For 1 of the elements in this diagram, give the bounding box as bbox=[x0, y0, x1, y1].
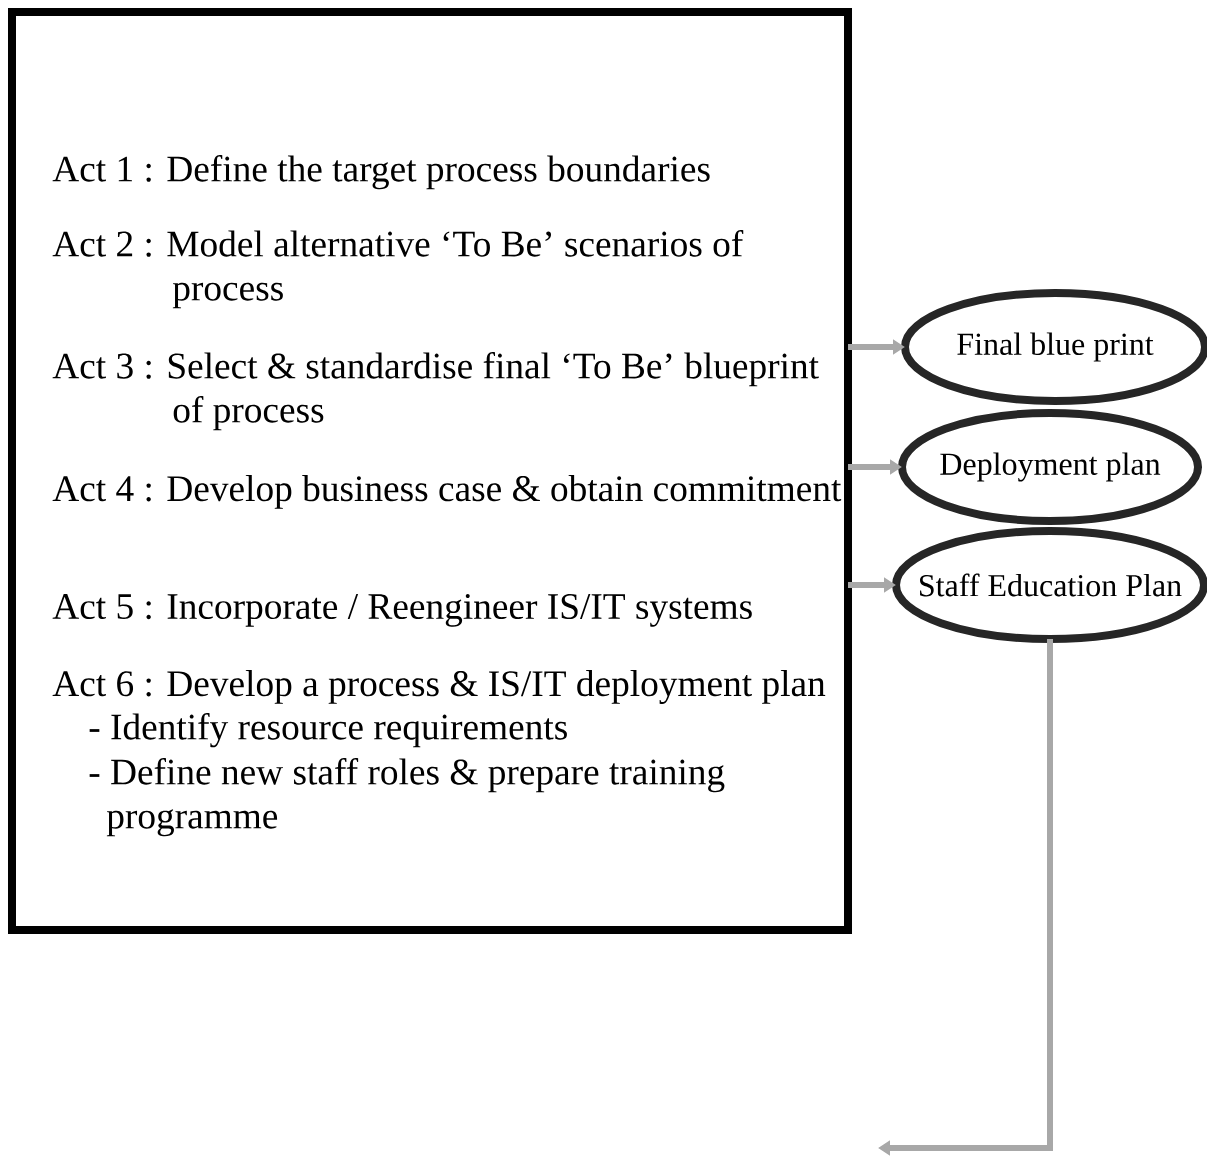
activity-box: Act 1 : Define the target process boundaries Act 2 : Model alternative ‘To Be’ scenarios of process Act 3 : Select & standardise final ‘To Be’ blueprint of process Act 4 : Develop business case & obtain commitment Act 5 : Incorporate / Reengineer IS/IT systems Act 6 : Develop a process & IS/IT deployment plan - Identify resource requirements - Define new staff roles & prepare training programme bbox=[8, 8, 852, 934]
